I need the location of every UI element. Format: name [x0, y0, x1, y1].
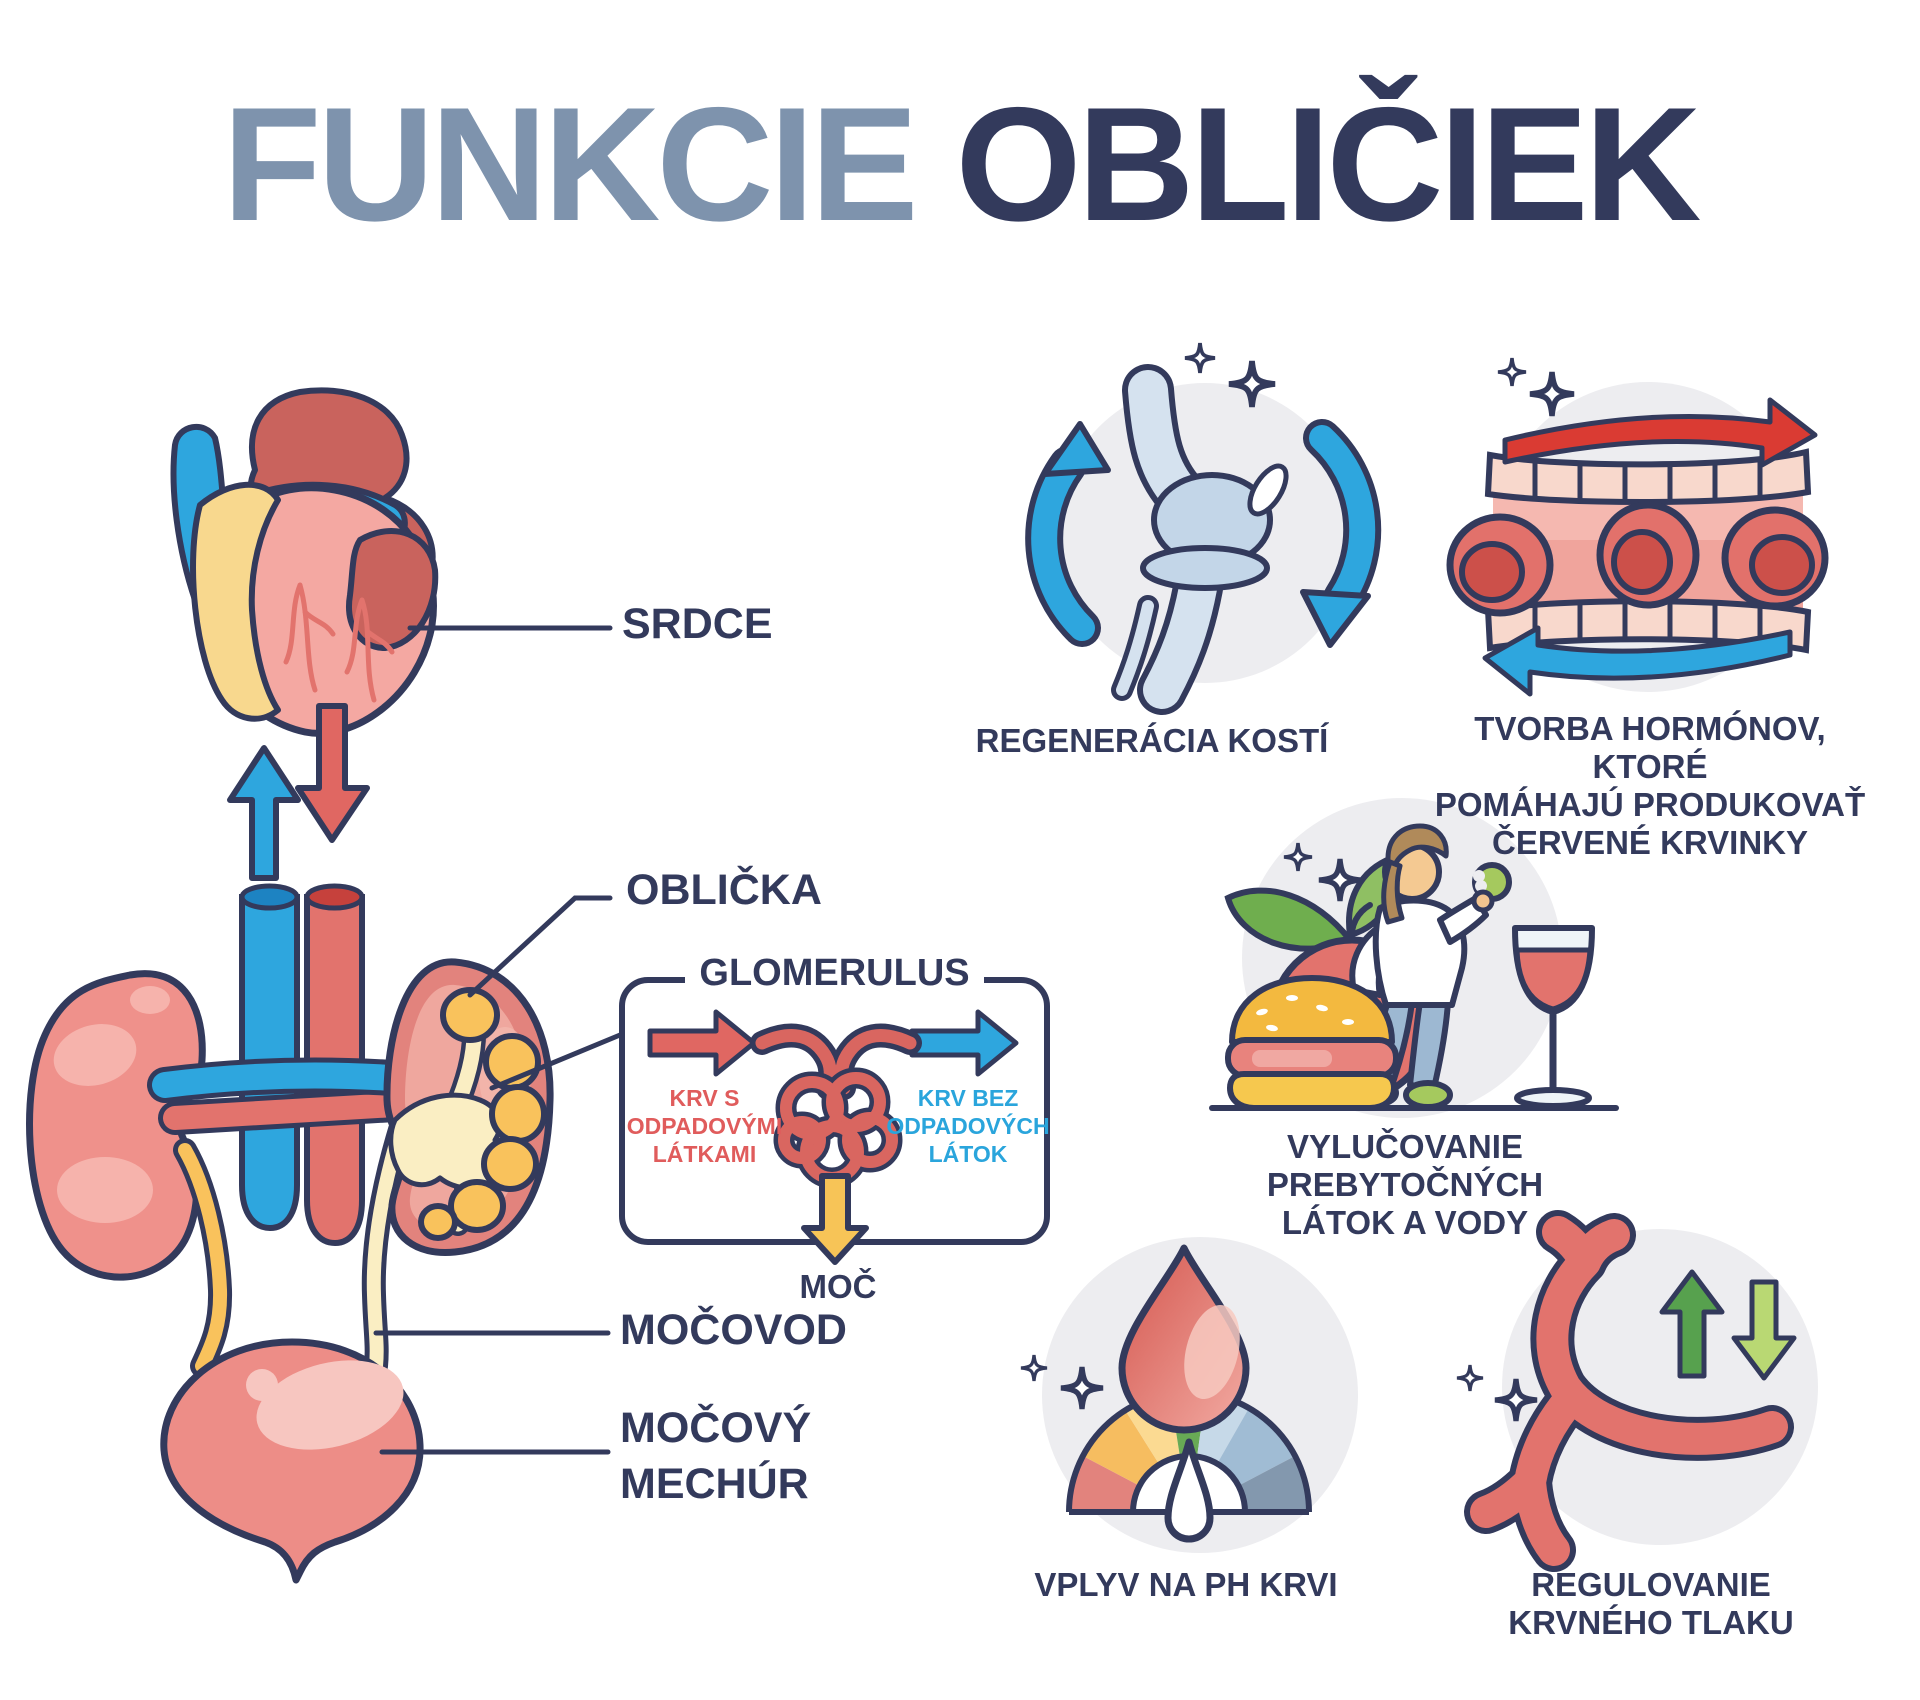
wine-glass [1512, 925, 1595, 1109]
right-ureter [361, 1118, 412, 1378]
label-heart: SRDCE [622, 600, 773, 648]
blood-pressure-vessel-icon [1455, 1210, 1818, 1572]
left-kidney-icon [26, 970, 206, 1281]
label-bladder-line2: MECHÚR [620, 1460, 809, 1508]
blood-flow-arrows [227, 703, 370, 881]
label-glomerulus: GLOMERULUS [622, 952, 1047, 995]
caption-excretion: VYLUČOVANIE PREBYTOČNÝCH LÁTOK A VODY [1266, 1128, 1544, 1241]
urine-arrow-icon [801, 1173, 869, 1265]
label-urine: MOČ [799, 1268, 877, 1305]
right-kidney-section-icon [383, 958, 554, 1256]
arrow-down-icon [295, 703, 370, 843]
blood-vessel-cells-icon [1446, 356, 1829, 697]
pointer-lines [373, 625, 623, 1455]
label-ureter: MOČOVOD [620, 1306, 847, 1354]
label-blood-without-waste: KRV BEZ ODPADOVÝCH LÁTOK [886, 1085, 1050, 1167]
red-blood-cells [1446, 501, 1829, 617]
clean-blood-arrow-icon [909, 1009, 1019, 1077]
page-title: FUNKCIE OBLIČIEK [0, 72, 1920, 258]
glomerulus-pointer-line [489, 1032, 623, 1091]
renal-vessels [147, 1057, 412, 1135]
kidney-pointer-line [467, 895, 613, 998]
flow-left-arrow-icon [1482, 625, 1793, 697]
glomerulus-box [619, 977, 1050, 1265]
caption-blood-pressure: REGULOVANIE KRVNÉHO TLAKU [1508, 1566, 1794, 1641]
heart-icon [170, 387, 439, 737]
pressure-up-arrow-icon [1659, 1269, 1725, 1379]
arrow-up-icon [227, 745, 301, 881]
caption-blood-ph: VPLYV NA PH KRVI [1034, 1566, 1338, 1603]
bladder-icon [160, 1338, 424, 1584]
bone-joint-icon [1025, 341, 1382, 715]
blood-ph-gauge-icon [1019, 1237, 1358, 1553]
label-blood-with-waste: KRV S ODPADOVÝMI LÁTKAMI [626, 1085, 783, 1167]
diet-person-icon [1209, 798, 1619, 1118]
title-part-1: FUNKCIE [222, 74, 918, 255]
title-part-2: OBLIČIEK [955, 74, 1701, 255]
dirty-blood-arrow-icon [647, 1009, 757, 1077]
great-vessels [239, 883, 365, 1247]
gauge-needle [1164, 1438, 1214, 1543]
caption-bone-regeneration: REGENERÁCIA KOSTÍ [975, 722, 1329, 759]
left-ureter [173, 1138, 233, 1378]
label-bladder-line1: MOČOVÝ [620, 1404, 812, 1452]
caption-hormone-production: TVORBA HORMÓNOV, KTORÉ POMÁHAJÚ PRODUKOV… [1434, 710, 1866, 861]
pressure-down-arrow-icon [1731, 1279, 1797, 1381]
label-kidney: OBLIČKA [626, 866, 822, 914]
burger [1225, 975, 1399, 1111]
flow-right-arrow-icon [1502, 397, 1818, 468]
artery [1464, 1210, 1794, 1572]
